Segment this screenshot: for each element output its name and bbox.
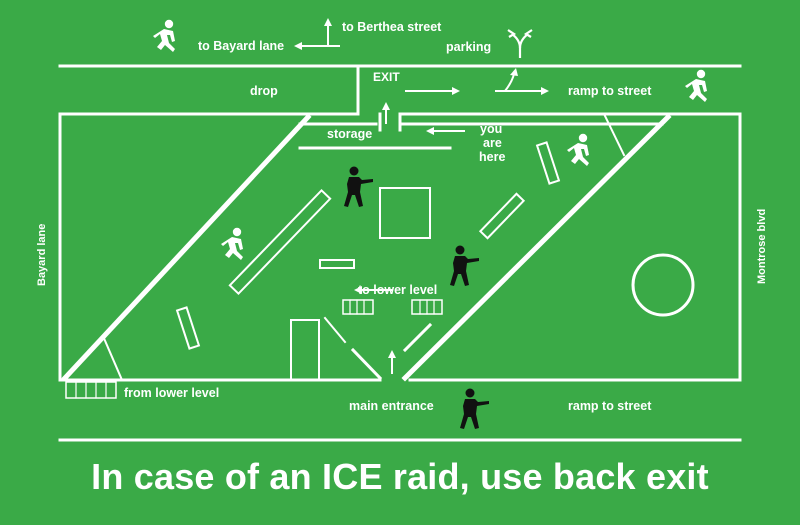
interior-features — [175, 141, 695, 381]
label-to-bayard-lane: to Bayard lane — [198, 39, 284, 53]
standing-officer-icon — [450, 245, 479, 286]
label-from-lower-level: from lower level — [124, 386, 219, 400]
building-outline — [58, 64, 742, 382]
running-person-icon — [567, 133, 589, 166]
garage-walls — [61, 113, 672, 382]
label-to-lower-level: to lower level — [358, 283, 437, 297]
warning-banner: In case of an ICE raid, use back exit — [91, 456, 709, 497]
label-you-are-here-1: you — [480, 122, 502, 136]
label-parking: parking — [446, 40, 491, 54]
standing-officer-icon — [344, 166, 373, 207]
label-exit: EXIT — [373, 70, 400, 84]
arrow-icon — [294, 18, 549, 374]
label-to-berthea-street: to Berthea street — [342, 20, 442, 34]
label-you-are-here-3: here — [479, 150, 505, 164]
label-ramp-to-street-bottom: ramp to street — [568, 399, 652, 413]
standing-officer-icon — [460, 388, 489, 429]
label-bayard-lane: Bayard lane — [36, 224, 48, 286]
label-main-entrance: main entrance — [349, 399, 434, 413]
label-storage: storage — [327, 127, 372, 141]
running-person-icon — [153, 19, 175, 52]
running-person-icon — [221, 227, 243, 260]
running-person-icon — [685, 69, 707, 102]
label-ramp-to-street-top: ramp to street — [568, 84, 652, 98]
label-you-are-here-2: are — [483, 136, 502, 150]
stairs-icon — [65, 299, 443, 399]
label-montrose-blvd: Montrose blvd — [756, 209, 768, 284]
label-drop: drop — [250, 84, 278, 98]
fork-arrow-icon — [507, 29, 533, 58]
